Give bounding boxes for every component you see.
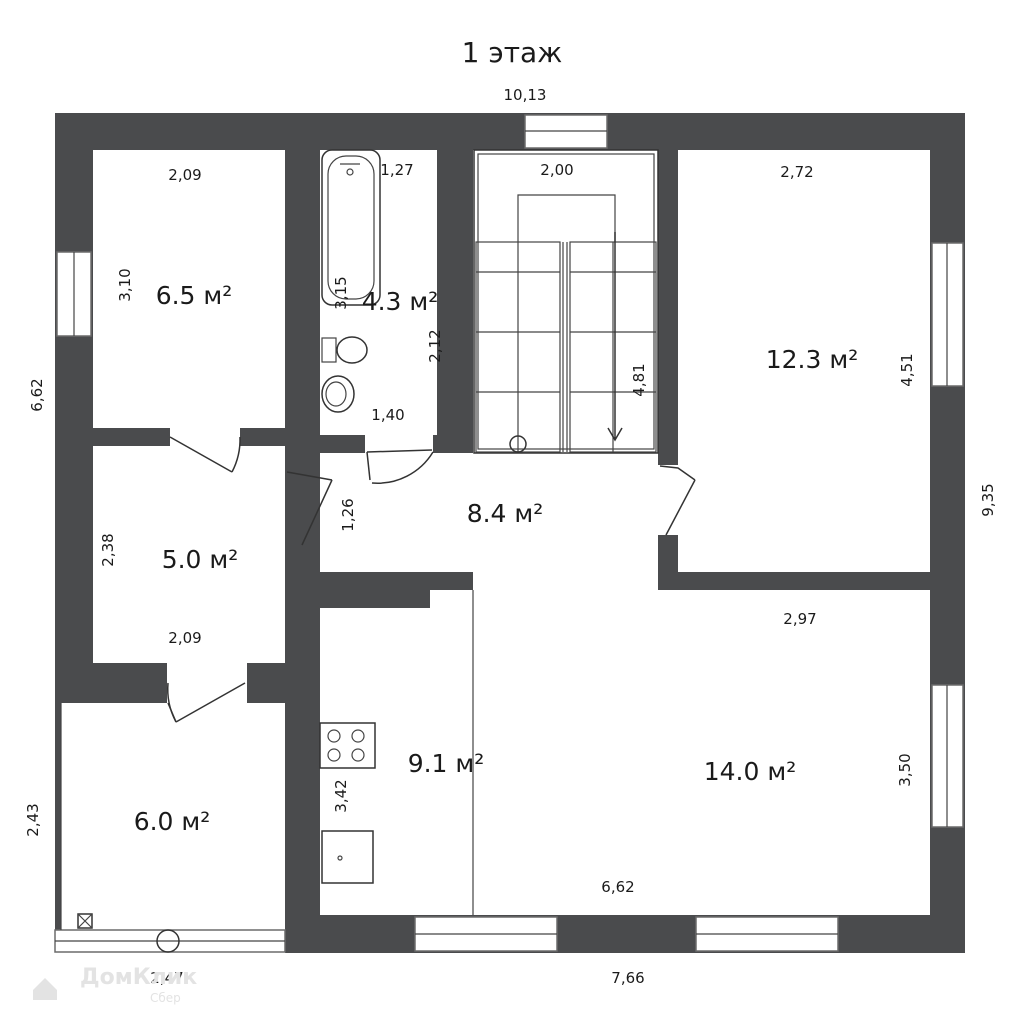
room-dimension: 2,97: [783, 610, 816, 628]
room-dimension: 3,50: [896, 753, 914, 786]
windows: [54, 114, 964, 953]
kitchen-fixtures: [319, 590, 474, 915]
dim-left-lower: 2,43: [24, 803, 42, 836]
room-area-label: 14.0 м²: [704, 757, 797, 786]
house-icon: [33, 978, 57, 1000]
dim-top-width: 10,13: [504, 86, 547, 104]
room-dimension: 1,40: [371, 406, 404, 424]
room-area-label: 4.3 м²: [362, 287, 439, 316]
dim-bottom-left: 2,47: [150, 969, 183, 987]
floor-title: 1 этаж: [462, 36, 563, 69]
room-dimension: 2,09: [168, 166, 201, 184]
watermark: ДомКлик Сбер: [33, 965, 197, 1005]
room-dimension: 4,51: [898, 353, 916, 386]
room-dimension: 2,09: [168, 629, 201, 647]
room-area-label: 8.4 м²: [467, 499, 544, 528]
room-dimension: 4,81: [630, 363, 648, 396]
room-area-label: 12.3 м²: [766, 345, 859, 374]
walls: [55, 113, 965, 953]
room-dimension: 2,38: [99, 533, 117, 566]
porch-fixtures: [77, 913, 180, 953]
room-area-label: 6.5 м²: [156, 281, 233, 310]
room-area-label: 6.0 м²: [134, 807, 211, 836]
dim-right-height: 9,35: [979, 483, 997, 516]
room-area-label: 5.0 м²: [162, 545, 239, 574]
watermark-brand: ДомКлик: [80, 965, 197, 990]
bathroom-fixtures: [321, 149, 381, 413]
doors: [166, 436, 696, 723]
room-dimension: 3,15: [332, 276, 350, 309]
staircase: [473, 149, 659, 454]
dim-left-height: 6,62: [28, 378, 46, 411]
room-dimension: 1,26: [339, 498, 357, 531]
room-dimension: 2,72: [780, 163, 813, 181]
room-dimension: 2,12: [426, 329, 444, 362]
watermark-sub: Сбер: [150, 991, 181, 1005]
room-dimension: 3,10: [116, 268, 134, 301]
room-dimension: 3,42: [332, 779, 350, 812]
room-dimension: 6,62: [601, 878, 634, 896]
room-area-label: 9.1 м²: [408, 749, 485, 778]
room-dimension: 1,27: [380, 161, 413, 179]
dim-bottom-right: 7,66: [611, 969, 644, 987]
room-dimension: 2,00: [540, 161, 573, 179]
